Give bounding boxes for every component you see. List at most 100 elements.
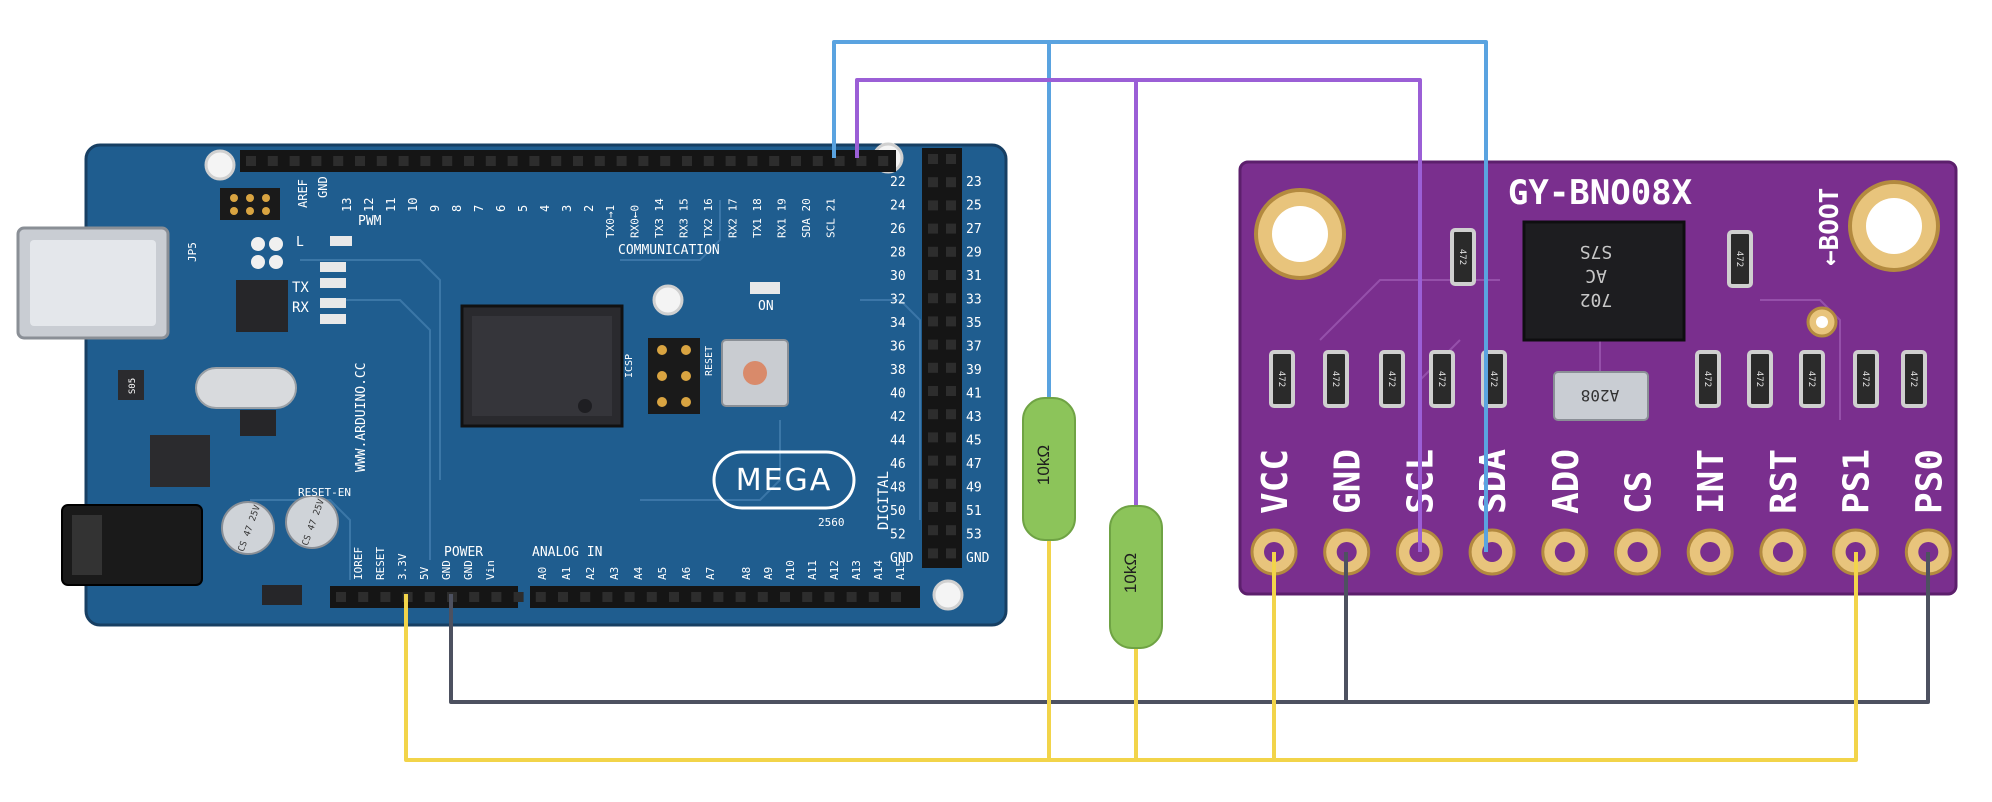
header-hole [513, 592, 524, 602]
pin-label: A14 [872, 560, 885, 580]
sensor-pin-label: SDA [1473, 449, 1514, 514]
pullup-resistor-2: 10kΩ [1109, 505, 1163, 649]
header-hole [616, 156, 627, 166]
sensor-pin-label: INT [1691, 449, 1732, 514]
header-hole [602, 592, 613, 602]
header-hole [507, 156, 518, 166]
jp5-label: JP5 [186, 242, 199, 262]
header-hole [682, 156, 692, 166]
smd-resistor: 472 [1481, 350, 1507, 408]
digital-header [922, 148, 962, 568]
arduino-url: WWW.ARDUINO.CC [354, 362, 369, 472]
header-hole [646, 592, 657, 602]
header-hole [928, 154, 938, 164]
pin-label: GND [890, 551, 914, 566]
pullup-resistor-1: 10kΩ [1022, 397, 1076, 541]
resistor-label: 10kΩ [1034, 445, 1053, 485]
pin-label: TX3 14 [653, 198, 666, 238]
pin-label: 2 [582, 205, 596, 212]
voltage-regulator [150, 435, 210, 487]
header-hole [791, 156, 801, 166]
header-hole [946, 246, 956, 257]
pin-hole [1772, 542, 1793, 562]
header-hole [928, 455, 938, 466]
pin-label: A0 [536, 567, 549, 580]
header-hole [442, 156, 453, 166]
pin-label: 42 [890, 410, 906, 425]
header-hole [398, 156, 409, 166]
smd-resistor: 472 [1323, 350, 1349, 408]
pin-label: RX1 19 [776, 198, 789, 238]
l-label: L [296, 235, 304, 250]
header-hole [928, 293, 938, 304]
header-hole [535, 592, 546, 602]
header-hole [946, 525, 956, 536]
header-hole [380, 592, 391, 602]
header-hole [946, 455, 956, 466]
pin-label: RX0←0 [629, 205, 642, 238]
smd-resistor: 472 [1450, 228, 1476, 286]
bno-chip [1522, 220, 1686, 342]
pin-label: 11 [384, 198, 398, 212]
header-hole [660, 156, 671, 166]
header-hole [594, 156, 605, 166]
header-hole [946, 362, 956, 373]
pin-label: 49 [966, 481, 982, 496]
pin-label: GND [966, 551, 990, 566]
sensor-pin-ado: ADO [1541, 449, 1589, 576]
header-hole [246, 156, 256, 166]
header-hole [846, 592, 857, 602]
header-hole [928, 200, 938, 211]
pin-label: 5V [418, 566, 431, 580]
chip-marking-line: AC [1585, 265, 1607, 286]
smd-resistor-marking: 472 [1488, 371, 1498, 387]
header-hole [573, 156, 583, 166]
pin-label: 45 [966, 434, 982, 449]
pin-label: 22 [890, 175, 906, 190]
pin-label: 43 [966, 410, 982, 425]
pin-label: 28 [890, 246, 906, 261]
gnd-label: GND [316, 176, 330, 198]
header-hole [713, 592, 724, 602]
header-hole [928, 223, 938, 234]
tx-label: TX [292, 280, 309, 296]
header-hole [780, 592, 790, 602]
header-hole [703, 156, 714, 166]
jp5-header [220, 188, 280, 220]
pin-label: A5 [656, 567, 669, 580]
smd-resistor-marking: 472 [1276, 371, 1286, 387]
pin-label: 50 [890, 504, 906, 519]
header-hole [928, 316, 938, 327]
pin-label: A12 [828, 560, 841, 580]
wire-sda [832, 40, 1488, 552]
header-hole [485, 156, 496, 166]
pin-label: SCL 21 [825, 198, 838, 238]
sensor-title: GY-BNO08X [1508, 173, 1693, 213]
pin-hole [1554, 542, 1575, 562]
mcu-chip-body [472, 316, 612, 416]
header-hole [856, 156, 867, 166]
pin-label: 8 [450, 205, 464, 212]
header-hole [769, 156, 780, 166]
pin-hole [1700, 542, 1721, 562]
pin-label: GND [440, 560, 453, 580]
diode [262, 585, 302, 605]
communication-label: COMMUNICATION [618, 243, 720, 258]
header-hole [358, 592, 369, 602]
header-hole [624, 592, 635, 602]
power-header-label: POWER [444, 545, 483, 560]
mounting-hole [932, 579, 964, 611]
pin-label: A11 [806, 560, 819, 580]
header-hole [469, 592, 480, 602]
pin-label: 5 [516, 205, 530, 212]
header-hole [691, 592, 702, 602]
pin-label: 53 [966, 528, 982, 543]
pin-label: RESET [374, 547, 387, 580]
jp-pads [251, 237, 283, 269]
pin-label: 30 [890, 269, 906, 284]
small-ic [240, 410, 276, 436]
